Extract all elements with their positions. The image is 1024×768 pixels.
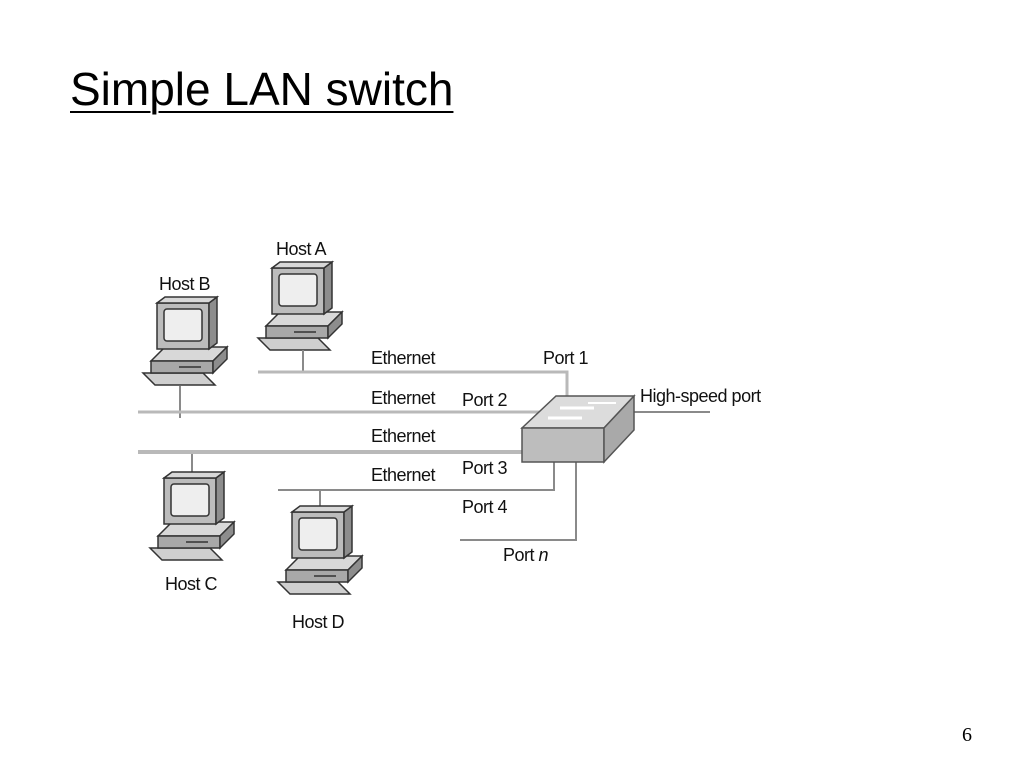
port-n-prefix: Port — [503, 545, 539, 565]
host-b-label: Host B — [159, 274, 211, 294]
port-4-label: Port 4 — [462, 497, 508, 517]
port-1-label: Port 1 — [543, 348, 589, 368]
ethernet-label-3: Ethernet — [371, 426, 436, 446]
port-3-label: Port 3 — [462, 458, 508, 478]
host-a-computer-icon — [257, 261, 343, 372]
host-a-label: Host A — [276, 239, 327, 259]
high-speed-port-label: High-speed port — [640, 386, 761, 406]
host-d-computer-icon — [277, 490, 363, 595]
ethernet-label-2: Ethernet — [371, 388, 436, 408]
host-b-computer-icon — [142, 296, 228, 418]
ethernet-segment-2 — [138, 410, 542, 424]
port-n-label: Port n — [503, 545, 549, 565]
port-n-variable: n — [539, 545, 549, 565]
host-c-computer-icon — [149, 454, 235, 561]
port-2-label: Port 2 — [462, 390, 508, 410]
ethernet-segment-4 — [278, 462, 555, 491]
ethernet-segment-1 — [258, 370, 569, 396]
slide-title: Simple LAN switch — [70, 63, 454, 115]
lan-switch-icon — [520, 394, 636, 464]
port-n-link — [460, 462, 577, 541]
page-number: 6 — [962, 724, 972, 746]
ethernet-label-4: Ethernet — [371, 465, 436, 485]
ethernet-label-1: Ethernet — [371, 348, 436, 368]
host-c-label: Host C — [165, 574, 218, 594]
host-d-label: Host D — [292, 612, 345, 632]
